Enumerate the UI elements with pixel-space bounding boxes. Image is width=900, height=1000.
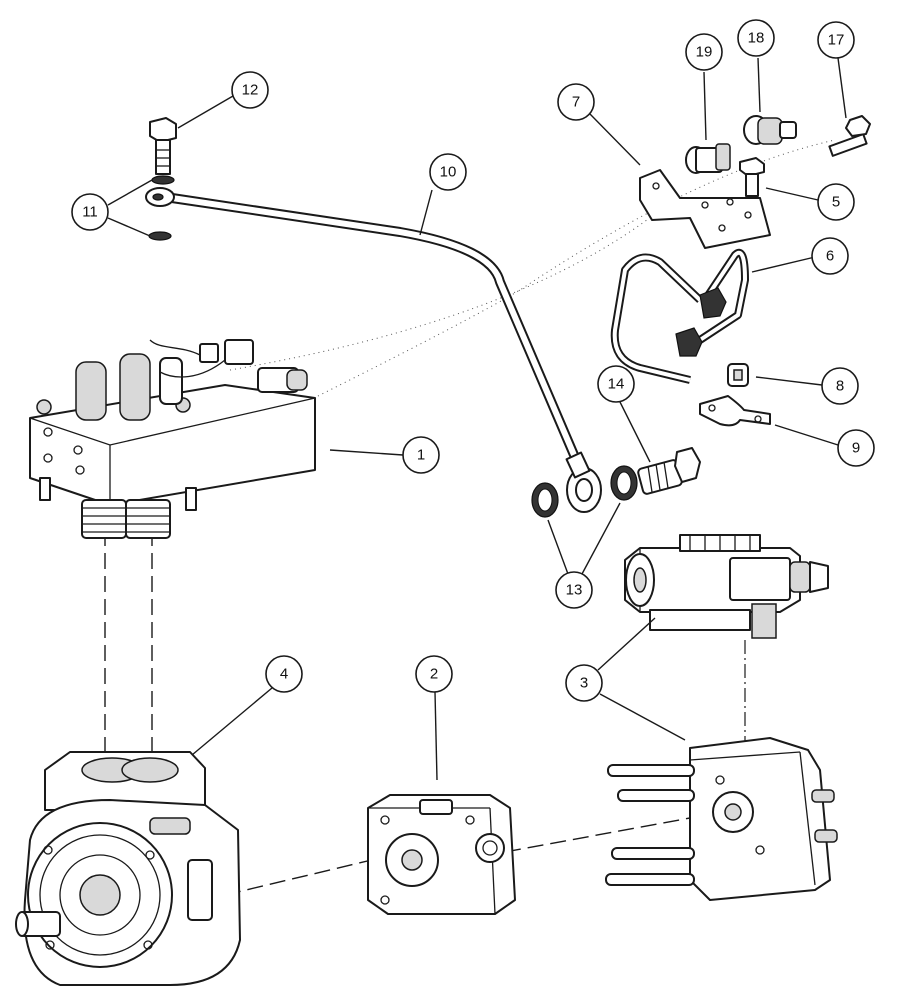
svg-text:7: 7 [572, 94, 580, 111]
svg-text:19: 19 [696, 44, 713, 61]
callout-9: 9 [837, 429, 875, 467]
callout-3: 3 [565, 664, 603, 702]
main-pump-part [15, 751, 241, 986]
screw-part [739, 157, 765, 197]
callout-1: 1 [402, 436, 440, 474]
svg-text:18: 18 [748, 30, 765, 47]
svg-text:3: 3 [580, 675, 588, 692]
callout-12: 12 [231, 71, 269, 109]
callout-2: 2 [415, 655, 453, 693]
svg-text:6: 6 [826, 248, 834, 265]
callout-6: 6 [811, 237, 849, 275]
control-valve-part [624, 534, 829, 639]
looped-tube-part [610, 248, 749, 384]
fitting-part-19 [685, 143, 731, 174]
clip-cushion-part [727, 363, 749, 387]
callout-13: 13 [555, 571, 593, 609]
svg-text:2: 2 [430, 666, 438, 683]
tube-line-part [145, 187, 602, 513]
leader-lines [107, 57, 847, 781]
callout-4: 4 [265, 655, 303, 693]
callout-18: 18 [737, 19, 775, 57]
charge-pump-part [367, 794, 516, 915]
svg-text:4: 4 [280, 666, 288, 683]
banjo-bolt-part-14 [637, 447, 701, 495]
spring-assembly [81, 499, 171, 539]
svg-text:14: 14 [608, 376, 625, 393]
callout-14: 14 [597, 365, 635, 403]
sensor-part-18 [743, 115, 797, 145]
sealing-washer-pair [148, 175, 175, 241]
svg-text:9: 9 [852, 440, 860, 457]
callout-17: 17 [817, 21, 855, 59]
callout-8: 8 [821, 367, 859, 405]
sealing-washer-part [531, 465, 638, 518]
clamp-part [699, 395, 771, 427]
alignment-lines [104, 139, 836, 896]
svg-text:17: 17 [828, 32, 845, 49]
svg-text:5: 5 [832, 194, 840, 211]
svg-text:12: 12 [242, 82, 259, 99]
callout-11: 11 [71, 193, 109, 231]
svg-text:13: 13 [566, 582, 583, 599]
svg-text:10: 10 [440, 164, 457, 181]
pump-head-part [605, 737, 838, 901]
bolt-part-17 [828, 115, 871, 157]
banjo-bolt-part [149, 117, 177, 175]
callout-7: 7 [557, 83, 595, 121]
callout-19: 19 [685, 33, 723, 71]
svg-text:11: 11 [82, 204, 98, 221]
bracket-part [639, 169, 771, 249]
svg-text:8: 8 [836, 378, 844, 395]
svg-text:1: 1 [417, 447, 425, 464]
valve-block-part [29, 339, 316, 539]
callout-5: 5 [817, 183, 855, 221]
callout-10: 10 [429, 153, 467, 191]
